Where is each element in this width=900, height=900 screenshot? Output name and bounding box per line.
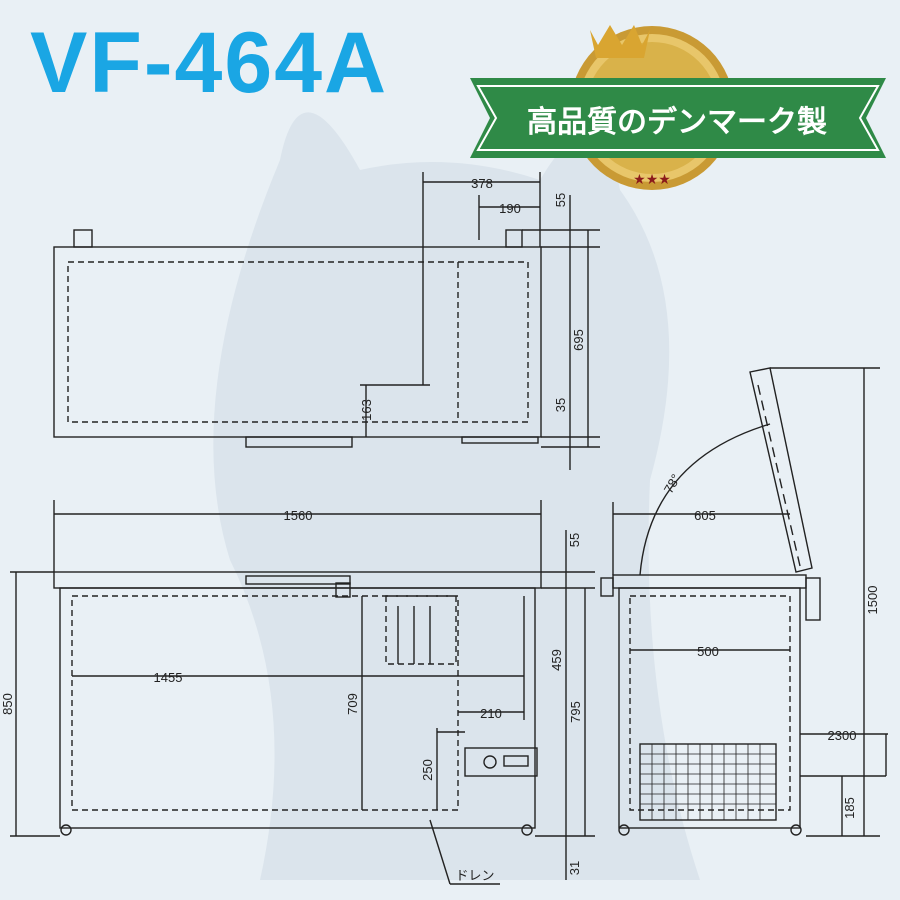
dim-709: 709: [345, 693, 360, 715]
side-view-dimensions: 78° 605 500 1500 2300 185: [661, 471, 880, 818]
dim-78deg: 78°: [661, 471, 684, 496]
dim-55-front: 55: [567, 533, 582, 547]
dim-163: 163: [359, 399, 374, 421]
background-mascot-watermark: [213, 112, 701, 880]
dim-850: 850: [0, 693, 15, 715]
dim-31: 31: [567, 861, 582, 875]
top-view-dimensions: 378 190 55 695 35 163: [359, 176, 586, 421]
dim-210: 210: [480, 706, 502, 721]
dim-185: 185: [842, 797, 857, 819]
dim-459: 459: [549, 649, 564, 671]
medal-stars: ★★★: [633, 172, 671, 188]
dim-695: 695: [571, 329, 586, 351]
side-view: [600, 367, 888, 837]
dim-378: 378: [471, 176, 493, 191]
badge-text: 高品質のデンマーク製: [527, 105, 827, 140]
dim-1455: 1455: [154, 670, 183, 685]
dim-605: 605: [694, 508, 716, 523]
top-view: [53, 172, 600, 470]
dim-35: 35: [553, 398, 568, 412]
crown-icon: [590, 25, 650, 58]
dim-190: 190: [499, 201, 521, 216]
dim-1560: 1560: [284, 508, 313, 523]
drain-label: ドレン: [455, 868, 494, 883]
dim-2300: 2300: [828, 728, 857, 743]
dim-500: 500: [697, 644, 719, 659]
dim-250: 250: [420, 759, 435, 781]
dim-55-top: 55: [553, 193, 568, 207]
dim-795: 795: [568, 701, 583, 723]
front-view-dimensions: 1560 55 850 1455 709 459 795 210 250 31 …: [0, 508, 583, 883]
dim-1500: 1500: [865, 586, 880, 615]
front-view: [10, 500, 595, 885]
badge-ribbon: 高品質のデンマーク製: [470, 78, 886, 158]
model-title: VF-464A: [30, 15, 389, 111]
